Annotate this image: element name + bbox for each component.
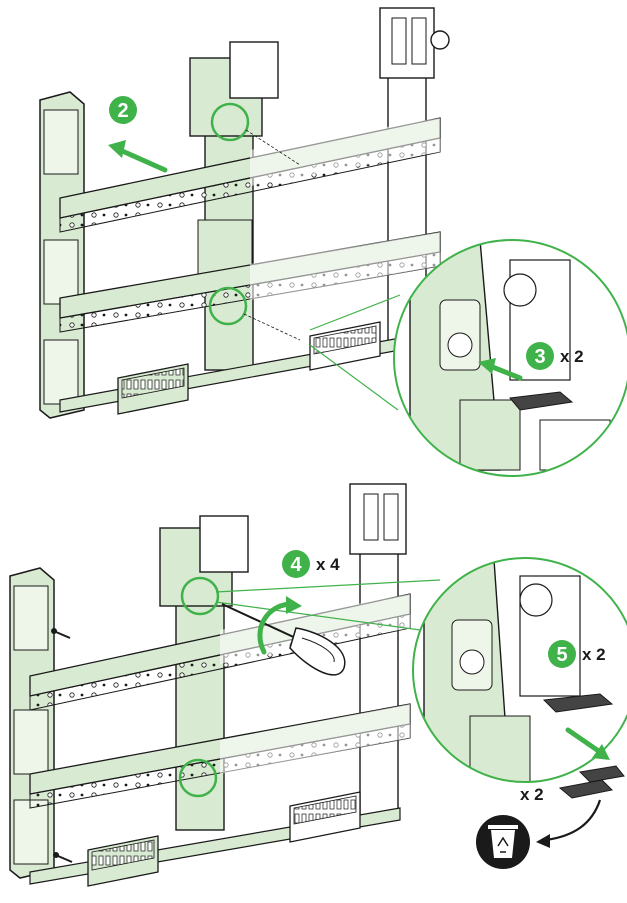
arrow-icon	[108, 140, 168, 173]
screw-upper	[51, 628, 71, 639]
step-3-number: 3	[534, 346, 545, 368]
highlight-circle-upper	[210, 102, 250, 142]
terminal-block-right	[289, 791, 361, 843]
right-post	[379, 7, 450, 351]
step-3-marker: 3 x 2	[526, 342, 584, 370]
left-post	[9, 567, 55, 879]
terminal-block-right	[309, 321, 381, 371]
zoom-detail-clip	[393, 239, 627, 477]
top-assembly: 2	[39, 7, 627, 477]
middle-post-group	[189, 41, 279, 371]
step-5-multiplier: x 2	[582, 645, 606, 664]
upper-rail	[59, 117, 441, 233]
terminal-block-left	[87, 835, 159, 887]
screw-lower	[53, 852, 73, 863]
highlight-circle-upper	[180, 576, 220, 616]
discard-multiplier: x 2	[520, 785, 544, 804]
step-4-multiplier: x 4	[316, 555, 340, 574]
step-2-number: 2	[117, 100, 128, 122]
step-3-multiplier: x 2	[560, 347, 584, 366]
step-2-marker: 2	[109, 96, 137, 124]
curved-arrow-icon	[536, 799, 602, 848]
terminal-block-left	[117, 363, 189, 415]
step-5-number: 5	[556, 644, 567, 666]
lower-rail	[59, 231, 441, 333]
arrow-icon	[565, 727, 610, 760]
recycle-bin-icon	[476, 815, 530, 869]
zoom-detail-remove	[412, 557, 627, 783]
left-post	[39, 91, 85, 419]
removed-clips	[558, 765, 625, 799]
arrow-icon	[478, 358, 523, 381]
step-4-number: 4	[290, 554, 302, 576]
step-5-marker: 5 x 2	[548, 640, 606, 668]
step-4-marker: 4 x 4	[282, 550, 340, 578]
highlight-circle-lower	[208, 286, 248, 326]
right-post	[349, 483, 407, 821]
curved-arrow-icon	[257, 596, 302, 655]
lower-rail	[29, 703, 411, 809]
highlight-circle-lower	[178, 758, 218, 798]
bottom-assembly: 4 x 4 5 x 2	[9, 483, 627, 887]
